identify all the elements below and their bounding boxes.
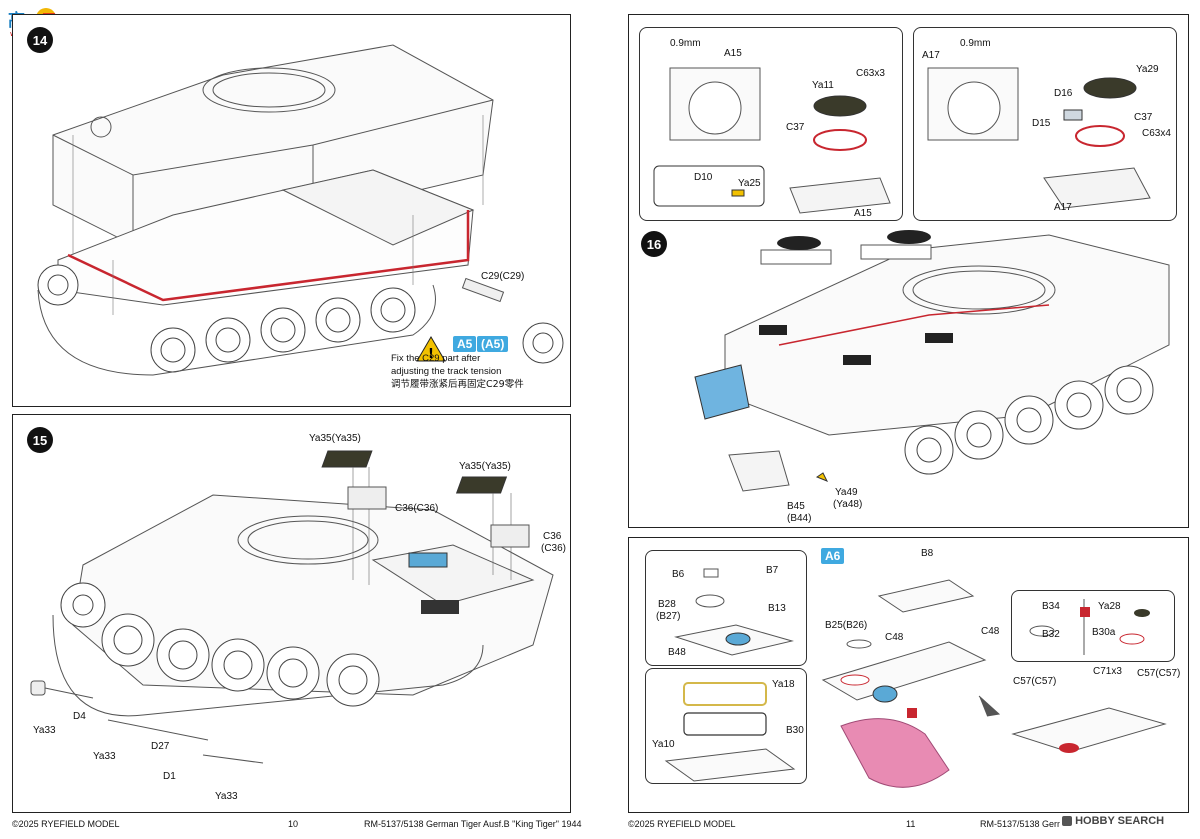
label-d15: D15 [1032,118,1051,129]
step-15-panel: 15 [12,414,571,813]
hobby-search-watermark: HOBBY SEARCH [1062,815,1164,827]
label-ya33-a: Ya33 [33,725,56,736]
subpanel-b48-diagram [674,568,794,656]
step-16-main-diagram [694,230,1170,492]
label-d10: D10 [694,172,713,183]
footer-left-page-number: 10 [288,819,299,829]
subpanel-b48: B6 B7 B28 (B27) B13 B48 [645,550,807,666]
label-b48: B48 [668,647,686,658]
step-14-number: 14 [27,27,53,53]
label-d16: D16 [1054,88,1073,99]
label-ya25: Ya25 [738,178,761,189]
label-ya35-b: Ya35(Ya35) [459,461,511,472]
label-ya49: Ya49 [835,487,858,498]
step-a6-main-diagram [821,579,1167,788]
step-14-panel: 14 [12,14,571,407]
note-zh: 调节履带涨紧后再固定C29零件 [391,379,524,390]
label-thickness-a: 0.9mm [670,38,701,49]
label-b30a: B30a [1092,627,1116,638]
label-c57-a: C57(C57) [1013,676,1057,687]
label-c29: C29(C29) [481,271,525,282]
label-c48-b: C48 [981,626,1000,637]
label-c36-a: C36(C36) [395,503,439,514]
label-ya10: Ya10 [652,739,675,750]
footer-left-copyright: ©2025 RYEFIELD MODEL [12,819,120,829]
label-a15-top: A15 [724,48,742,59]
subpanel-b30: Ya18 Ya10 B30 [645,668,807,784]
step-14-diagram: ! [37,44,564,376]
label-b44: (B44) [787,513,812,524]
step-16-subpanel-a: 0.9mm A15 Ya11 C63x3 C37 D10 Ya25 A15 [639,27,903,221]
label-d4: D4 [73,711,86,722]
label-b8: B8 [921,548,934,559]
label-c37-b: C37 [1134,112,1153,123]
step-16-panel: 0.9mm A15 Ya11 C63x3 C37 D10 Ya25 A15 A1… [628,14,1189,528]
subpanel-b30-diagram [664,682,796,782]
label-thickness-b: 0.9mm [960,38,991,49]
label-c57-b: C57(C57) [1137,668,1181,679]
label-c37-a: C37 [786,122,805,133]
label-ya18: Ya18 [772,679,795,690]
footer-right-copyright: ©2025 RYEFIELD MODEL [628,819,736,829]
warning-triangle-icon: ! [416,336,446,362]
badge-a5: A5 [453,336,477,352]
label-a17-bottom: A17 [1054,202,1072,213]
step-15-diagram [30,450,554,764]
subpanel-b-diagram [927,67,1151,209]
note-en-line-2: adjusting the track tension [391,366,502,377]
label-ya11: Ya11 [812,80,834,91]
step-16-subpanel-b: A17 0.9mm Ya29 D16 D15 C37 C63x4 A17 [913,27,1177,221]
label-b6: B6 [672,569,685,580]
step-16-number: 16 [641,231,667,257]
step-a6-panel: A6 B6 B7 B28 (B27) B13 B48 Ya18 Ya10 B30 [628,537,1189,813]
label-a17-top: A17 [922,50,940,61]
label-c48-a: C48 [885,632,904,643]
subpanel-b34-diagram [1029,599,1150,655]
label-ya33-b: Ya33 [93,751,116,762]
badge-a6: A6 [821,548,845,564]
note-en-line-1: Fix the C29 part after [391,353,481,364]
label-b25: B25(B26) [825,620,868,631]
label-b27: (B27) [656,611,681,622]
label-ya35-a: Ya35(Ya35) [309,433,361,444]
svg-text:!: ! [428,347,434,362]
label-c36-b-alt: (C36) [541,543,567,554]
footer-right-page-number: 11 [906,819,916,829]
label-ya29: Ya29 [1136,64,1159,75]
label-c63x3: C63x3 [856,68,885,79]
badge-a5-alt: (A5) [477,336,509,352]
label-ya33-c: Ya33 [215,791,238,802]
label-b30: B30 [786,725,804,736]
label-c63x4: C63x4 [1142,128,1171,139]
label-b45: B45 [787,501,805,512]
label-ya28: Ya28 [1098,601,1121,612]
label-b32: B32 [1042,629,1060,640]
label-b34: B34 [1042,601,1060,612]
label-b13: B13 [768,603,786,614]
label-a15-bottom: A15 [854,208,872,219]
hobby-search-logo-icon [1062,816,1072,827]
label-c71x3: C71x3 [1093,666,1122,677]
hobby-search-text: HOBBY SEARCH [1075,815,1165,827]
subpanel-a-diagram [653,67,891,214]
label-ya48: (Ya48) [833,499,863,510]
subpanel-b34: B34 Ya28 B32 B30a [1011,590,1175,662]
label-d1: D1 [163,771,176,782]
label-b7: B7 [766,565,779,576]
label-c36-b: C36 [543,531,562,542]
footer-left-product: RM-5137/5138 German Tiger Ausf.B "King T… [364,819,582,829]
step-15-number: 15 [27,427,53,453]
footer-right-product: RM-5137/5138 German Tiger Ausf.B "King T… [980,819,1060,829]
label-b28: B28 [658,599,676,610]
label-d27: D27 [151,741,170,752]
